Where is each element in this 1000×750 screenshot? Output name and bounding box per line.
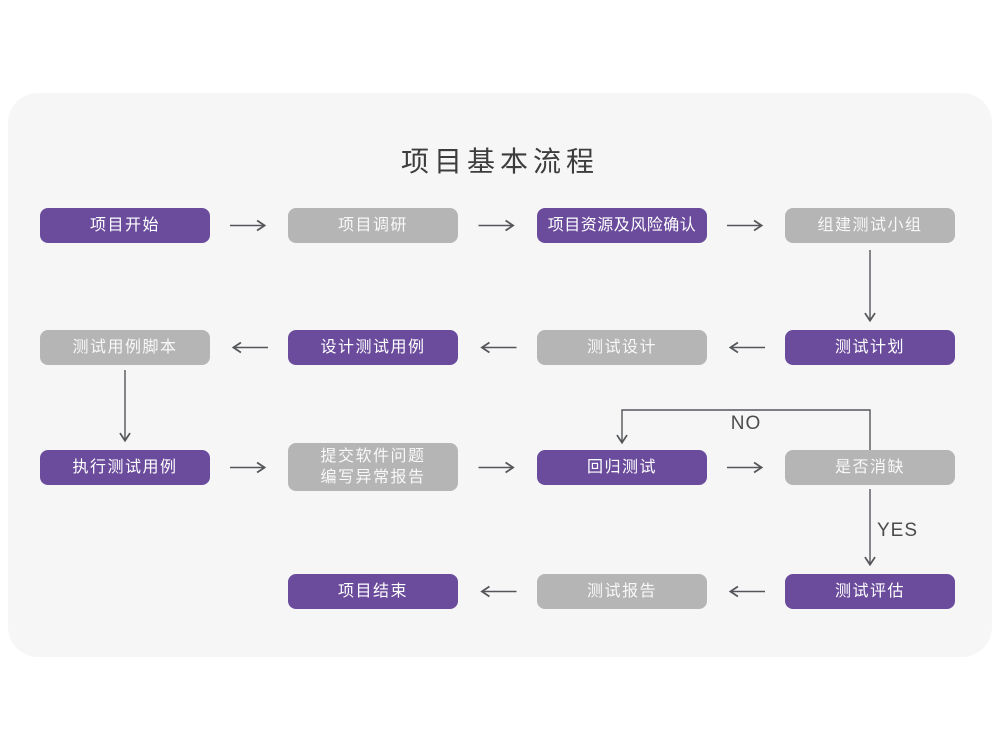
node-label: 测试用例脚本 <box>72 339 178 356</box>
flow-node-test-evaluate: 测试评估 <box>785 574 955 609</box>
flow-node-project-research: 项目调研 <box>288 208 458 243</box>
flow-node-test-design: 测试设计 <box>537 330 707 365</box>
edge-label-no: NO <box>730 413 762 434</box>
node-label: 项目资源及风险确认 <box>547 217 697 234</box>
node-label: 测试计划 <box>834 339 905 356</box>
flow-node-case-script: 测试用例脚本 <box>40 330 210 365</box>
flow-node-regression-test: 回归测试 <box>537 450 707 485</box>
diagram-title: 项目基本流程 <box>400 146 599 177</box>
flow-node-execute-cases: 执行测试用例 <box>40 450 210 485</box>
flow-node-project-end: 项目结束 <box>288 574 458 609</box>
node-label: 项目开始 <box>89 217 160 234</box>
node-label: 回归测试 <box>586 459 657 476</box>
node-label: 测试设计 <box>586 339 657 356</box>
flow-node-build-team: 组建测试小组 <box>785 208 955 243</box>
flowchart-card <box>8 93 992 657</box>
edge-label-yes: YES <box>877 520 919 541</box>
node-label-line2: 编写异常报告 <box>320 469 426 486</box>
node-label: 项目结束 <box>337 583 408 600</box>
flow-node-test-report: 测试报告 <box>537 574 707 609</box>
node-label: 测试报告 <box>586 583 657 600</box>
flow-node-project-risk: 项目资源及风险确认 <box>537 208 707 243</box>
node-label: 组建测试小组 <box>817 217 923 234</box>
flow-node-design-cases: 设计测试用例 <box>288 330 458 365</box>
flow-node-project-start: 项目开始 <box>40 208 210 243</box>
node-label: 测试评估 <box>834 583 905 600</box>
node-label: 项目调研 <box>337 217 408 234</box>
node-label-line1: 提交软件问题 <box>320 448 426 465</box>
flow-node-defect-cleared: 是否消缺 <box>785 450 955 485</box>
node-label: 执行测试用例 <box>72 459 178 476</box>
node-label: 设计测试用例 <box>320 339 426 356</box>
node-label: 是否消缺 <box>834 459 905 476</box>
flow-node-test-plan: 测试计划 <box>785 330 955 365</box>
flow-node-submit-issues: 提交软件问题 编写异常报告 <box>288 443 458 491</box>
